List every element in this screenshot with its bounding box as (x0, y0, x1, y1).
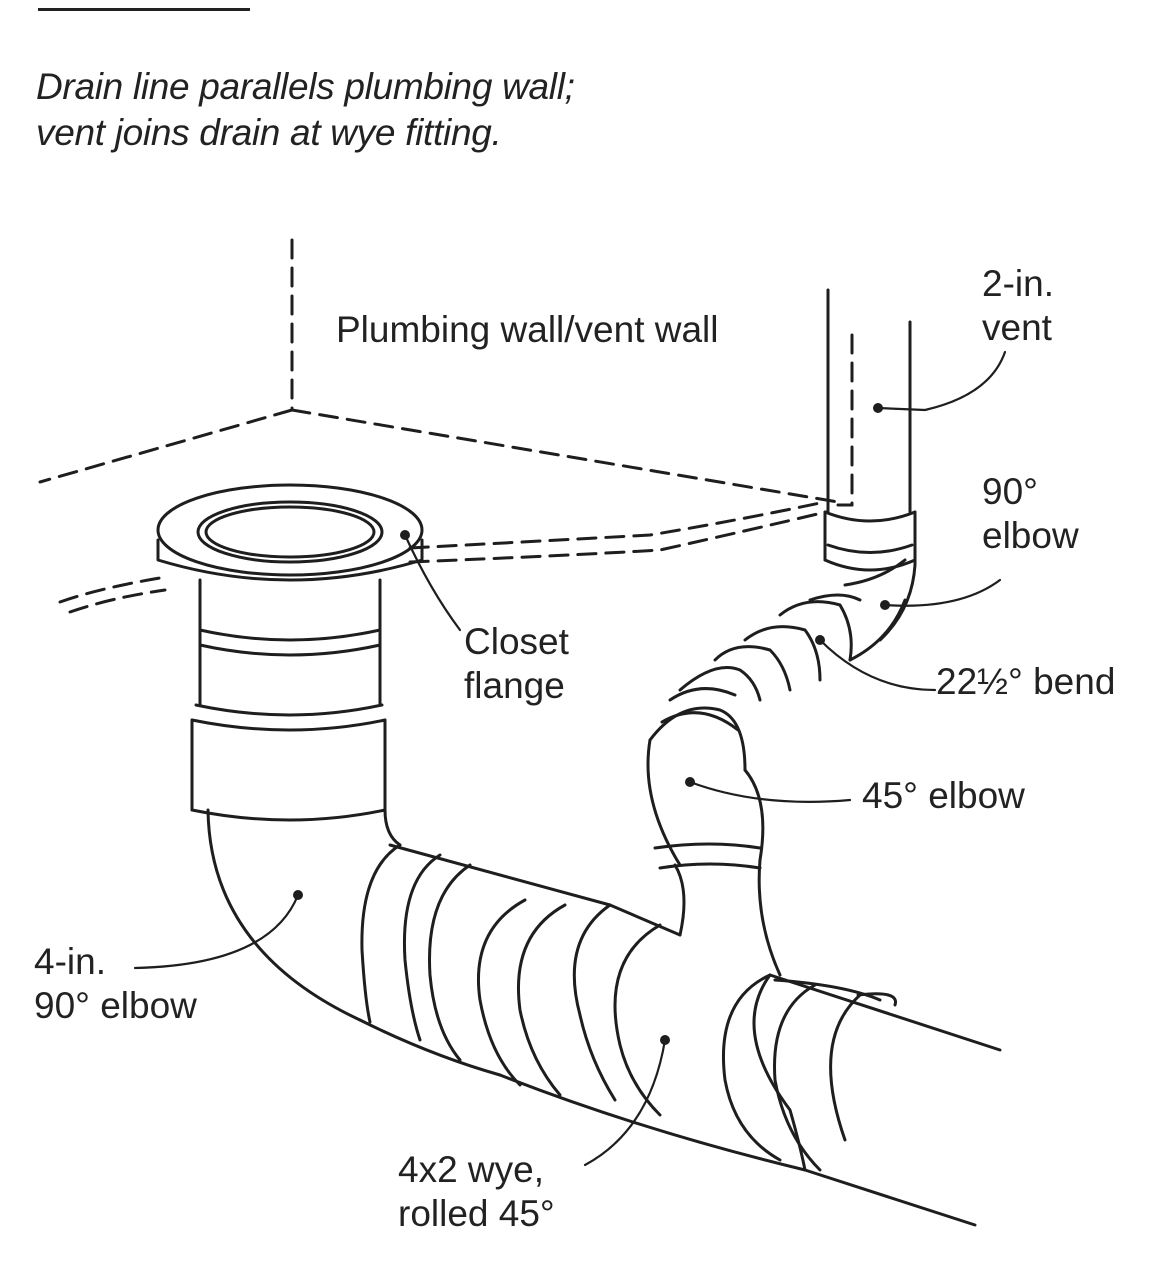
label-wye-line-2: rolled 45° (398, 1193, 555, 1234)
drain-pipe (752, 973, 1002, 1227)
wall-outline (38, 238, 854, 614)
label-elbow-90-top-line-2: elbow (982, 515, 1079, 556)
elbow-45-and-bend (646, 558, 907, 870)
label-elbow-90-top: 90° elbow (982, 470, 1079, 558)
label-closet-flange-line-1: Closet (464, 621, 569, 662)
wye-fitting (476, 858, 822, 1172)
caption-line-2: vent joins drain at wye fitting. (36, 112, 502, 153)
label-elbow-90-4in: 4-in. 90° elbow (34, 940, 197, 1028)
label-vent: 2-in. vent (982, 262, 1054, 350)
label-elbow-90-4in-line-2: 90° elbow (34, 985, 197, 1026)
label-closet-flange: Closet flange (464, 620, 569, 708)
label-elbow-45: 45° elbow (862, 775, 1025, 816)
connector-pipe (358, 843, 612, 1077)
label-vent-line-2: vent (982, 307, 1052, 348)
label-plumbing-wall: Plumbing wall/vent wall (336, 309, 719, 350)
leader-dots (293, 403, 890, 1045)
vent-pipe (826, 288, 912, 514)
label-closet-flange-line-2: flange (464, 665, 565, 706)
elbow-90-top (823, 510, 917, 642)
label-bend: 22½° bend (936, 661, 1116, 702)
caption-line-1: Drain line parallels plumbing wall; (36, 66, 575, 107)
elbow-90-4in (190, 703, 402, 1022)
label-wye: 4x2 wye, rolled 45° (398, 1148, 555, 1236)
header-rule (38, 8, 250, 11)
label-elbow-90-4in-line-1: 4-in. (34, 941, 106, 982)
label-vent-line-1: 2-in. (982, 263, 1054, 304)
closet-flange (156, 483, 424, 707)
label-wye-line-1: 4x2 wye, (398, 1149, 545, 1190)
figure-caption: Drain line parallels plumbing wall; vent… (36, 64, 575, 156)
label-elbow-90-top-line-1: 90° (982, 471, 1038, 512)
leader-lines (133, 350, 1007, 1167)
